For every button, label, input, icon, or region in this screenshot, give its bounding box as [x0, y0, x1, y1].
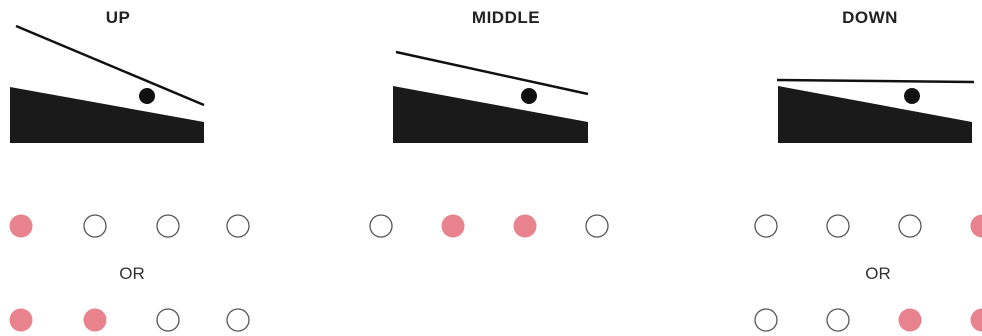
indicator-light-on — [442, 215, 465, 238]
indicator-light-off — [227, 215, 249, 237]
indicator-light-off — [157, 309, 179, 331]
lever-arm — [777, 80, 974, 82]
indicator-light-on — [971, 215, 982, 238]
indicator-lights — [10, 215, 982, 332]
indicator-light-off — [755, 215, 777, 237]
panel-down — [777, 80, 974, 143]
indicator-light-off — [370, 215, 392, 237]
panel-middle — [393, 52, 588, 143]
lever-arm — [396, 52, 588, 94]
panel-up — [10, 26, 204, 143]
indicator-light-on — [10, 215, 33, 238]
indicator-light-off — [84, 215, 106, 237]
indicator-light-off — [827, 309, 849, 331]
wedge-base — [10, 87, 204, 143]
indicator-light-off — [586, 215, 608, 237]
indicator-light-off — [157, 215, 179, 237]
indicator-light-on — [84, 309, 107, 332]
indicator-light-off — [899, 215, 921, 237]
pivot-ball — [139, 88, 155, 104]
indicator-light-on — [10, 309, 33, 332]
indicator-light-off — [755, 309, 777, 331]
pivot-ball — [904, 88, 920, 104]
indicator-light-on — [971, 309, 982, 332]
wedge-base — [393, 86, 588, 143]
indicator-light-off — [227, 309, 249, 331]
pivot-ball — [521, 88, 537, 104]
wedge-base — [778, 86, 972, 143]
indicator-light-on — [514, 215, 537, 238]
indicator-light-off — [827, 215, 849, 237]
indicator-light-on — [899, 309, 922, 332]
lever-arm — [16, 26, 204, 105]
